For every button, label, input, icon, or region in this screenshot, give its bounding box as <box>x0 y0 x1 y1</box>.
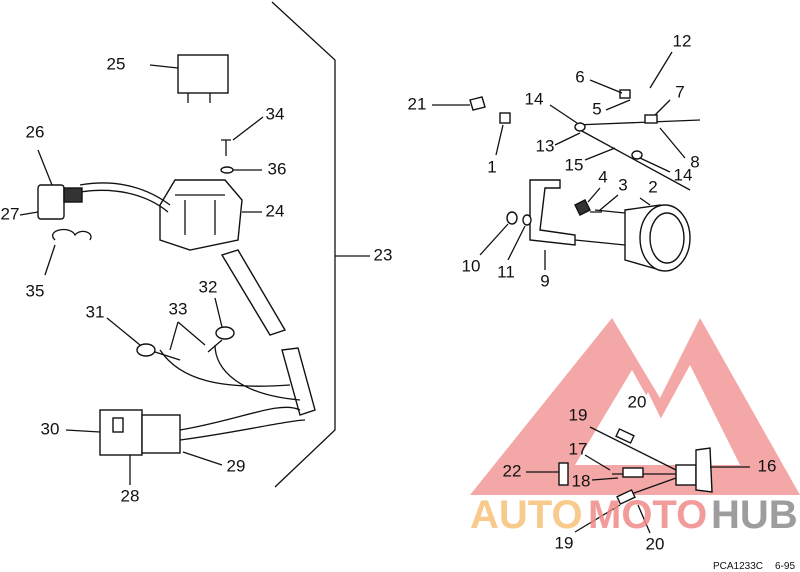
watermark-hub: HUB <box>711 493 798 537</box>
callout-27: 27 <box>1 204 20 223</box>
callouts: 25 34 36 26 27 24 23 35 31 32 33 30 29 2… <box>1 31 777 553</box>
callout-25: 25 <box>107 54 126 73</box>
callout-28: 28 <box>121 486 140 505</box>
callout-34: 34 <box>266 104 285 123</box>
callout-15: 15 <box>565 155 584 174</box>
callout-3: 3 <box>618 175 627 194</box>
callout-11: 11 <box>497 262 515 281</box>
callout-9: 9 <box>540 271 549 290</box>
sender-part <box>526 426 750 534</box>
callout-10: 10 <box>462 256 481 275</box>
callout-8: 8 <box>690 152 699 171</box>
callout-5: 5 <box>592 99 601 118</box>
callout-21: 21 <box>408 94 427 113</box>
date-code: 6-95 <box>775 561 795 572</box>
callout-33: 33 <box>169 299 188 318</box>
assembly-bracket-line <box>271 1 336 488</box>
callout-13: 13 <box>536 136 555 155</box>
drawing-code: PCA1233C <box>713 561 763 572</box>
callout-2: 2 <box>648 177 657 196</box>
callout-7: 7 <box>675 82 684 101</box>
callout-32: 32 <box>199 277 218 296</box>
callout-20b: 20 <box>646 534 665 553</box>
callout-23: 23 <box>374 245 393 264</box>
callout-35: 35 <box>26 281 45 300</box>
bracket-part <box>529 179 576 246</box>
callout-14b: 14 <box>674 165 693 184</box>
callout-18: 18 <box>572 471 591 490</box>
callout-19b: 19 <box>555 533 574 552</box>
callout-22: 22 <box>503 461 522 480</box>
switch-harness-part <box>159 179 262 251</box>
callout-16: 16 <box>758 456 777 475</box>
callout-24: 24 <box>266 201 285 220</box>
callout-20a: 20 <box>628 392 647 411</box>
callout-17: 17 <box>569 439 588 458</box>
callout-19a: 19 <box>569 405 588 424</box>
watermark-text: AUTO MOTO HUB <box>470 493 798 537</box>
callout-31: 31 <box>86 302 105 321</box>
callout-14a: 14 <box>525 89 544 108</box>
callout-26: 26 <box>26 122 45 141</box>
gauge-part <box>594 197 691 272</box>
callout-29: 29 <box>227 456 246 475</box>
watermark-moto: MOTO <box>588 493 707 537</box>
callout-1: 1 <box>487 157 496 176</box>
callout-12: 12 <box>673 31 692 50</box>
relay-part <box>149 54 229 103</box>
callout-30: 30 <box>41 419 60 438</box>
callout-6: 6 <box>575 67 584 86</box>
callout-4: 4 <box>598 167 607 186</box>
callout-36: 36 <box>268 159 287 178</box>
watermark-auto: AUTO <box>470 493 583 537</box>
